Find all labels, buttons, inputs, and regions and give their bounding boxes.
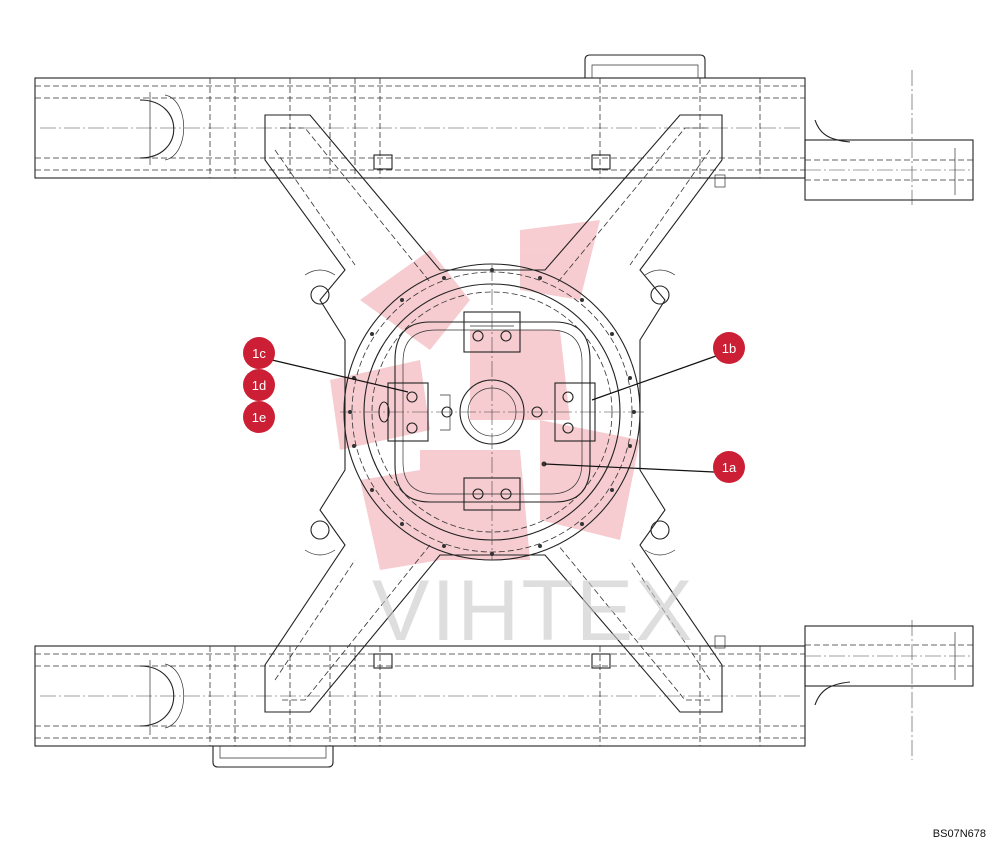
- clamp-bottom: [463, 477, 521, 511]
- svg-text:1a: 1a: [722, 460, 737, 475]
- reference-code: BS07N678: [932, 828, 986, 840]
- inner-rounded-frame: [394, 321, 591, 503]
- svg-text:1b: 1b: [722, 341, 736, 356]
- callout-1a[interactable]: 1a: [713, 451, 745, 483]
- callout-target-point: [541, 461, 547, 467]
- callout-1b-leader: [591, 355, 717, 401]
- clamp-right: [554, 382, 596, 442]
- svg-text:1e: 1e: [252, 410, 266, 425]
- clamp-top: [463, 311, 521, 353]
- callout-1b[interactable]: 1b: [713, 332, 745, 364]
- callout-1a-leader: [544, 463, 715, 473]
- svg-text:1d: 1d: [252, 378, 266, 393]
- bottom-right-extension: [804, 620, 974, 760]
- callout-1c[interactable]: 1c: [243, 337, 275, 369]
- top-frame-rail: [34, 54, 806, 188]
- callout-1e[interactable]: 1e: [243, 401, 275, 433]
- callout-1d[interactable]: 1d: [243, 369, 275, 401]
- svg-text:1c: 1c: [252, 346, 266, 361]
- watermark-text: VIHTEX: [372, 563, 695, 659]
- ring-bolts: [348, 268, 636, 556]
- slewing-ring: [340, 263, 645, 561]
- clamp-left: [387, 382, 451, 442]
- side-port-icon: [378, 401, 390, 423]
- callout-1c-leader: [271, 359, 409, 393]
- top-right-extension: [804, 70, 974, 205]
- bottom-frame-rail: [34, 635, 806, 768]
